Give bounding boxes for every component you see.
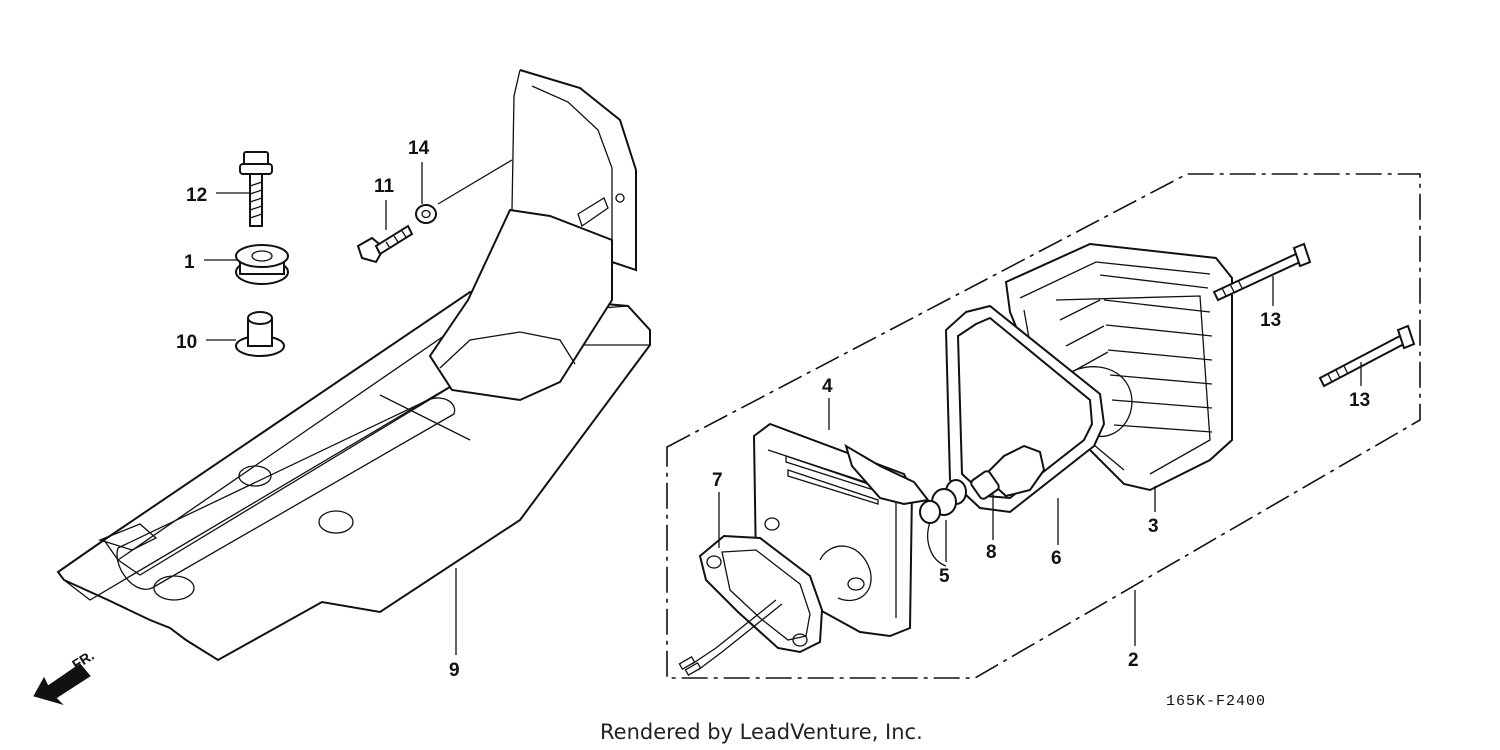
front-arrow-icon xyxy=(33,663,91,706)
grommet-1 xyxy=(235,244,289,285)
callout-8: 8 xyxy=(986,542,997,563)
washer-14 xyxy=(415,204,437,224)
callout-7: 7 xyxy=(712,470,723,491)
callout-11: 11 xyxy=(374,176,395,197)
tail-lamp-lens-3 xyxy=(1004,242,1233,492)
callout-3: 3 xyxy=(1148,516,1159,537)
flange-bolt-12 xyxy=(239,151,273,227)
credit-text: Rendered by LeadVenture, Inc. xyxy=(600,720,923,744)
bulb-socket-5 xyxy=(919,479,967,567)
leader-lines xyxy=(204,159,1362,655)
diagram-code: 165K-F2400 xyxy=(1166,693,1266,710)
collar-10 xyxy=(235,311,285,357)
callout-6: 6 xyxy=(1051,548,1062,569)
front-direction-indicator: FR. xyxy=(33,647,97,706)
callout-10: 10 xyxy=(176,332,197,353)
lens-gasket-6 xyxy=(944,304,1106,514)
callout-13b: 13 xyxy=(1349,390,1370,411)
assembly-outline xyxy=(666,173,1421,679)
callout-1: 1 xyxy=(184,252,195,273)
callout-5: 5 xyxy=(939,566,950,587)
callout-2: 2 xyxy=(1128,650,1139,671)
callout-12: 12 xyxy=(186,185,207,206)
callout-13a: 13 xyxy=(1260,310,1281,331)
callout-4: 4 xyxy=(822,376,833,397)
housing-gasket-7 xyxy=(678,534,824,676)
callout-14: 14 xyxy=(408,138,430,159)
lens-screw-13a xyxy=(1212,242,1312,302)
lens-screw-13b xyxy=(1318,324,1416,388)
mounting-bracket xyxy=(56,69,651,662)
bulb-8 xyxy=(970,444,1046,500)
callout-9: 9 xyxy=(449,660,460,681)
bolt-11 xyxy=(356,224,414,264)
